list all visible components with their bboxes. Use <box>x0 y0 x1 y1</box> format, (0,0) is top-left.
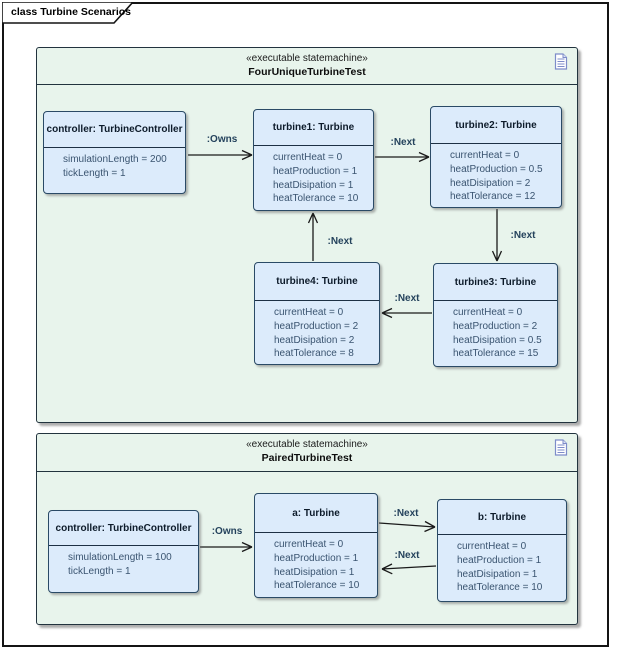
connector-next-a-b[interactable] <box>378 520 436 533</box>
attribute: heatDisipation = 0.5 <box>453 334 542 346</box>
document-icon <box>554 439 568 456</box>
object-title: turbine1: Turbine <box>254 110 373 146</box>
object-turbine1[interactable]: turbine1: Turbine currentHeat = 0 heatPr… <box>253 109 374 211</box>
connector-next-turbine3-turbine4[interactable] <box>381 307 432 319</box>
connector-next-turbine1-turbine2[interactable] <box>375 151 430 163</box>
object-attributes: currentHeat = 0 heatProduction = 2 heatD… <box>434 301 557 361</box>
attribute: heatDisipation = 1 <box>457 568 538 580</box>
attribute: currentHeat = 0 <box>274 307 344 318</box>
object-turbine-b[interactable]: b: Turbine currentHeat = 0 heatProductio… <box>437 499 567 602</box>
connector-label-next[interactable]: :Next <box>394 550 420 561</box>
object-attributes: currentHeat = 0 heatProduction = 2 heatD… <box>255 301 379 361</box>
connector-next-b-a[interactable] <box>381 563 437 575</box>
attribute: heatTolerance = 10 <box>273 193 359 205</box>
attribute: heatDisipation = 1 <box>274 566 355 578</box>
connector-next-turbine2-turbine3[interactable] <box>491 209 503 262</box>
object-attributes: currentHeat = 0 heatProduction = 1 heatD… <box>438 535 566 595</box>
object-turbine2[interactable]: turbine2: Turbine currentHeat = 0 heatPr… <box>430 106 562 208</box>
attribute: heatProduction = 1 <box>457 554 542 566</box>
object-controller-fourunique[interactable]: controller: TurbineController simulation… <box>43 111 186 194</box>
attribute: heatProduction = 1 <box>274 552 359 564</box>
object-title: b: Turbine <box>438 500 566 535</box>
connector-label-owns[interactable]: :Owns <box>206 134 238 145</box>
attribute: heatDisipation = 2 <box>274 334 355 346</box>
connector-next-turbine4-turbine1[interactable] <box>307 212 319 261</box>
object-turbine4[interactable]: turbine4: Turbine currentHeat = 0 heatPr… <box>254 262 380 365</box>
connector-owns-controller2-a[interactable] <box>200 541 253 553</box>
attribute: currentHeat = 0 <box>453 307 523 318</box>
attribute: currentHeat = 0 <box>457 541 527 552</box>
attribute: currentHeat = 0 <box>450 150 520 161</box>
statemachine-stereotype: «executable statemachine» <box>246 439 368 450</box>
object-attributes: simulationLength = 100 tickLength = 1 <box>49 546 198 579</box>
attribute: tickLength = 1 <box>68 565 131 577</box>
attribute: simulationLength = 100 <box>68 552 172 563</box>
object-turbine3[interactable]: turbine3: Turbine currentHeat = 0 heatPr… <box>433 263 558 367</box>
object-controller-paired[interactable]: controller: TurbineController simulation… <box>48 510 199 593</box>
object-attributes: currentHeat = 0 heatProduction = 1 heatD… <box>255 533 377 593</box>
connector-label-next[interactable]: :Next <box>394 293 420 304</box>
attribute: currentHeat = 0 <box>274 539 344 550</box>
attribute: heatTolerance = 10 <box>457 582 543 594</box>
frame-title: class Turbine Scenarios <box>11 6 132 18</box>
statemachine-header: «executable statemachine» FourUniqueTurb… <box>37 48 577 85</box>
connector-label-next[interactable]: :Next <box>390 137 416 148</box>
statemachine-stereotype: «executable statemachine» <box>246 53 368 64</box>
attribute: heatProduction = 2 <box>453 320 538 332</box>
attribute: heatTolerance = 12 <box>450 191 536 203</box>
attribute: heatProduction = 2 <box>274 320 359 332</box>
frame-tab: class Turbine Scenarios <box>1 1 136 24</box>
attribute: heatTolerance = 10 <box>274 580 360 592</box>
attribute: heatTolerance = 8 <box>274 348 354 360</box>
object-title: controller: TurbineController <box>44 112 185 148</box>
connector-label-next[interactable]: :Next <box>393 508 419 519</box>
object-attributes: currentHeat = 0 heatProduction = 1 heatD… <box>254 146 373 206</box>
object-attributes: currentHeat = 0 heatProduction = 0.5 hea… <box>431 144 561 204</box>
object-title: a: Turbine <box>255 494 377 533</box>
object-title: controller: TurbineController <box>49 511 198 546</box>
statemachine-name: PairedTurbineTest <box>261 452 353 464</box>
attribute: simulationLength = 200 <box>63 154 167 165</box>
object-title: turbine2: Turbine <box>431 107 561 144</box>
document-icon <box>554 53 568 70</box>
frame-tab-shape <box>1 1 135 24</box>
attribute: heatProduction = 1 <box>273 165 358 177</box>
object-turbine-a[interactable]: a: Turbine currentHeat = 0 heatProductio… <box>254 493 378 598</box>
attribute: heatProduction = 0.5 <box>450 163 543 175</box>
statemachine-name: FourUniqueTurbineTest <box>248 66 366 78</box>
connector-label-next[interactable]: :Next <box>510 230 536 241</box>
object-title: turbine4: Turbine <box>255 263 379 301</box>
attribute: heatDisipation = 2 <box>450 177 531 189</box>
attribute: tickLength = 1 <box>63 167 126 179</box>
object-attributes: simulationLength = 200 tickLength = 1 <box>44 148 185 181</box>
attribute: heatDisipation = 1 <box>273 179 354 191</box>
attribute: heatTolerance = 15 <box>453 348 539 360</box>
object-title: turbine3: Turbine <box>434 264 557 301</box>
statemachine-header: «executable statemachine» PairedTurbineT… <box>37 434 577 472</box>
connector-owns-controller1-turbine1[interactable] <box>188 149 253 161</box>
connector-label-owns[interactable]: :Owns <box>211 526 243 537</box>
attribute: currentHeat = 0 <box>273 152 343 163</box>
connector-label-next[interactable]: :Next <box>327 236 353 247</box>
